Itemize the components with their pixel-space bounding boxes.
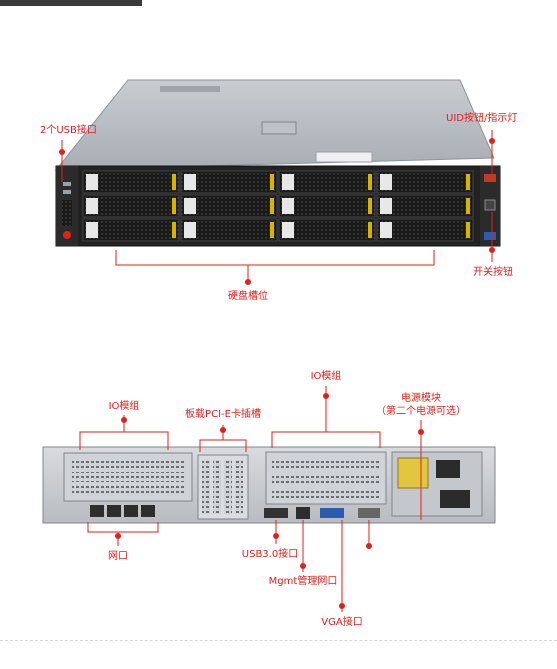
- top-tab-bar: [0, 0, 142, 6]
- io-slot-right-1: [272, 458, 380, 469]
- drive-bay: [82, 218, 180, 242]
- pcie-slots: [202, 460, 243, 514]
- rear-server: [42, 386, 496, 612]
- drive-bay: [376, 194, 474, 218]
- vga-port: [320, 508, 344, 518]
- front-callout-lines: [59, 130, 495, 285]
- usb3-label: USB3.0接口: [241, 549, 299, 560]
- mgmt-port: [296, 507, 310, 519]
- vendor-logo: [63, 231, 71, 239]
- drive-bays-label: 硬盘槽位: [228, 291, 268, 302]
- drive-bay-grid: [82, 170, 474, 242]
- uid-button: [484, 174, 496, 182]
- io-module-right-label: IO模组: [310, 371, 342, 382]
- drive-bay: [278, 170, 376, 194]
- pcie-slots-label: 板载PCI-E卡插槽: [185, 409, 261, 420]
- usb-port-1: [63, 182, 71, 186]
- drive-bay: [180, 194, 278, 218]
- drive-bay: [376, 218, 474, 242]
- drive-bay: [180, 218, 278, 242]
- network-ports: [90, 505, 155, 517]
- lid-latch: [261, 121, 297, 135]
- io-slot-right-3: [272, 488, 380, 499]
- front-vent-left: [62, 200, 72, 226]
- psu-optional-label: （第二个电源可选）: [376, 406, 466, 417]
- lid-vent: [160, 86, 220, 92]
- drive-bay: [82, 194, 180, 218]
- psu-label: 电源模块: [401, 393, 441, 404]
- psu-fan: [397, 457, 429, 489]
- io-module-left-label: IO模组: [108, 401, 140, 412]
- drive-bay: [278, 194, 376, 218]
- drive-bay: [278, 218, 376, 242]
- usb-ports-label: 2个USB接口: [40, 125, 97, 136]
- psu-socket: [436, 460, 460, 478]
- serial-port: [358, 508, 380, 518]
- io-slot-left-2: [72, 472, 184, 482]
- status-sticker: [484, 232, 496, 240]
- drive-bay: [82, 170, 180, 194]
- io-slot-left-3: [72, 486, 184, 496]
- lid-label: [315, 151, 373, 163]
- power-button-label: 开关按钮: [473, 267, 513, 278]
- io-slot-left-1: [72, 458, 184, 468]
- drive-bay: [180, 170, 278, 194]
- front-server: [54, 79, 501, 285]
- vga-port-label: VGA接口: [321, 617, 363, 628]
- psu-handle: [440, 490, 470, 508]
- uid-button-label: UID按钮/指示灯: [446, 113, 518, 124]
- power-button: [484, 199, 496, 211]
- section-divider: [0, 640, 557, 641]
- io-slot-right-2: [272, 473, 380, 484]
- usb3-ports: [264, 508, 288, 518]
- network-ports-label: 网口: [108, 551, 128, 562]
- drive-bay: [376, 170, 474, 194]
- rear-callout-lines: [79, 386, 424, 612]
- usb-port-2: [63, 190, 71, 194]
- mgmt-port-label: Mgmt管理网口: [268, 576, 338, 587]
